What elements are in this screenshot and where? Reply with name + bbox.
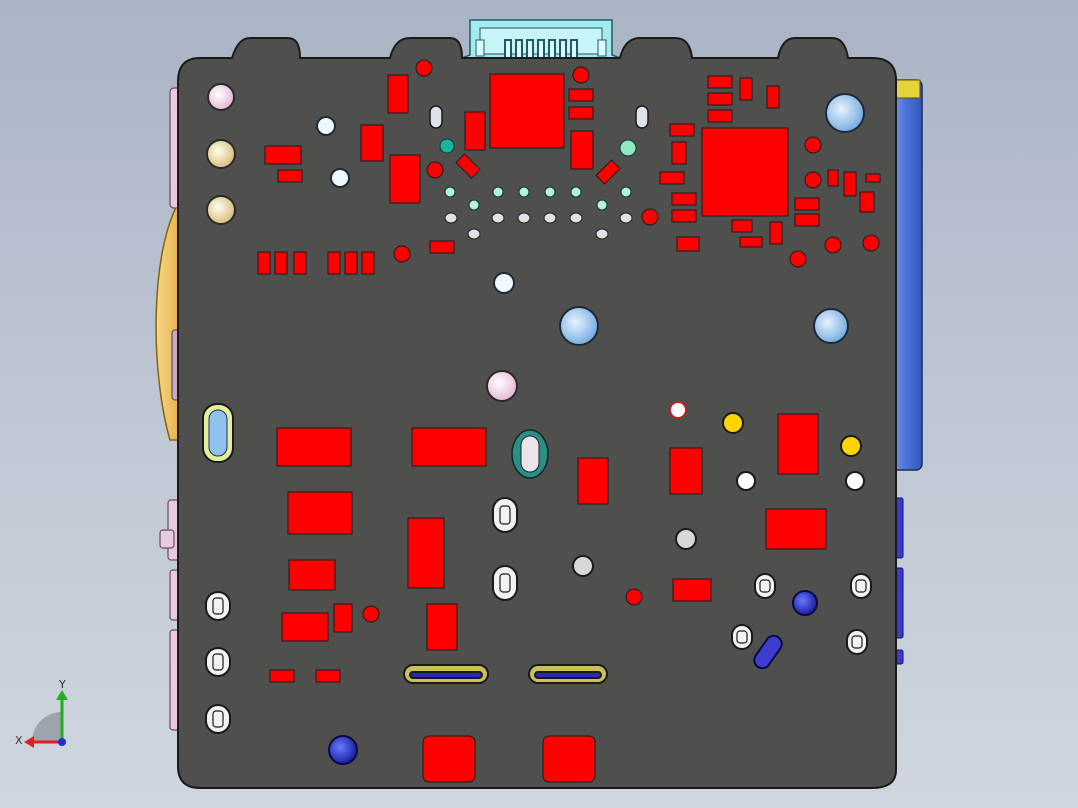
slot-left-blue[interactable] xyxy=(202,403,234,463)
teal-vias xyxy=(439,138,637,211)
coordinate-triad: Y X xyxy=(10,678,80,754)
connector-pins-left[interactable] xyxy=(206,83,518,402)
round-components[interactable] xyxy=(362,59,880,623)
smd-components[interactable] xyxy=(257,73,881,783)
white-oval-holes[interactable] xyxy=(205,497,872,734)
angled-slot[interactable] xyxy=(751,633,785,672)
pcb-board[interactable] xyxy=(177,37,897,789)
grey-pads xyxy=(444,212,633,240)
mounting-holes-blue[interactable] xyxy=(316,93,865,346)
slot-holes-top xyxy=(429,105,649,129)
triad-y-label: Y xyxy=(59,678,66,691)
triad-icon xyxy=(24,690,68,748)
oval-inner-marks xyxy=(212,505,867,728)
usb-connector[interactable] xyxy=(461,19,621,63)
oval-hole-teal[interactable] xyxy=(511,429,549,479)
small-rings xyxy=(572,401,865,577)
main-ic-top xyxy=(489,73,565,149)
bottom-slots[interactable] xyxy=(403,664,608,684)
dark-blue-vias[interactable] xyxy=(328,590,818,765)
battery-pack[interactable] xyxy=(889,79,923,471)
triad-x-label: X xyxy=(15,734,23,747)
main-ic-right xyxy=(701,127,789,217)
